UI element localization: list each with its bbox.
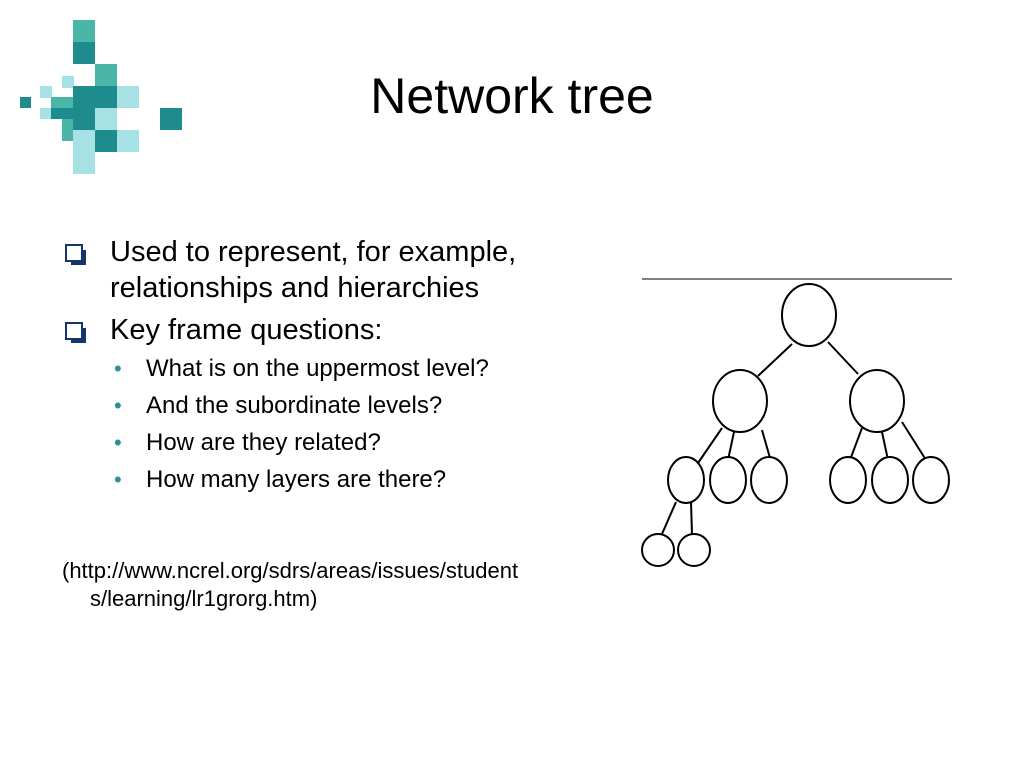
bullet-item: Used to represent, for example, relation… (62, 234, 622, 306)
sub-bullet-text: What is on the uppermost level? (146, 355, 489, 382)
sub-bullet-item: • How are they related? (62, 428, 622, 458)
bullet-item: Key frame questions: (62, 312, 622, 348)
dot-bullet-icon: • (114, 356, 122, 381)
slide-title: Network tree (370, 68, 654, 124)
sub-bullet-text: How many layers are there? (146, 466, 447, 493)
mosaic-logo (0, 0, 200, 190)
tree-node (641, 533, 675, 567)
bullet-text: Key frame questions: (110, 314, 383, 346)
reference-line-2: s/learning/lr1grorg.htm) (90, 586, 318, 611)
sub-bullet-item: • How many layers are there? (62, 465, 622, 495)
tree-node (677, 533, 711, 567)
tree-node (709, 456, 747, 504)
sub-bullet-text: And the subordinate levels? (146, 392, 443, 419)
tree-node (849, 369, 905, 433)
square-bullet-icon (65, 244, 86, 265)
tree-node (781, 283, 837, 347)
tree-node (712, 369, 768, 433)
dot-bullet-icon: • (114, 467, 122, 492)
dot-bullet-icon: • (114, 393, 122, 418)
bullet-text: Used to represent, for example, relation… (110, 236, 517, 304)
sub-bullet-text: How are they related? (146, 429, 381, 456)
sub-bullet-item: • What is on the uppermost level? (62, 354, 622, 384)
tree-node (829, 456, 867, 504)
square-bullet-icon (65, 322, 86, 343)
network-tree-diagram (641, 278, 952, 567)
tree-node (750, 456, 788, 504)
tree-node (912, 456, 950, 504)
tree-nodes (641, 283, 950, 567)
dot-bullet-icon: • (114, 430, 122, 455)
sub-bullet-item: • And the subordinate levels? (62, 391, 622, 421)
bullet-list: Used to represent, for example, relation… (62, 234, 622, 502)
reference-line-1: (http://www.ncrel.org/sdrs/areas/issues/… (62, 558, 519, 583)
tree-node (667, 456, 705, 504)
reference-url: (http://www.ncrel.org/sdrs/areas/issues/… (62, 557, 602, 613)
tree-node (871, 456, 909, 504)
tree-edges (661, 341, 927, 535)
